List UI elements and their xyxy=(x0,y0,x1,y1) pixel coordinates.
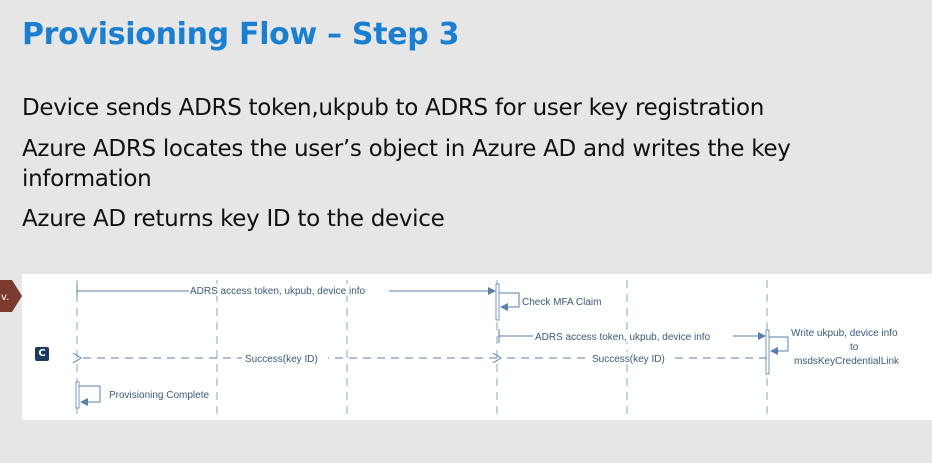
message-label-6: Success(key ID) xyxy=(245,354,318,365)
message-label-4b: to xyxy=(850,342,859,353)
message-label-5: Success(key ID) xyxy=(592,354,665,365)
slide-title: Provisioning Flow – Step 3 xyxy=(22,17,460,52)
bullet-item: Azure ADRS locates the user’s object in … xyxy=(22,136,791,192)
self-loop-write xyxy=(767,336,789,355)
self-loop-complete xyxy=(77,385,101,406)
message-label-3: ADRS access token, ukpub, device info xyxy=(535,332,711,343)
message-label-2: Check MFA Claim xyxy=(522,297,601,308)
bullet-item: Azure AD returns key ID to the device xyxy=(22,206,445,232)
sequence-diagram: C ADRS access token, ukpub, device info xyxy=(22,274,932,420)
self-loop-mfa xyxy=(497,292,520,311)
client-badge-icon: C xyxy=(35,347,49,361)
slide-marker-icon: v. xyxy=(0,280,22,312)
bullet-list: Device sends ADRS token,ukpub to ADRS fo… xyxy=(22,93,902,245)
message-label-1: ADRS access token, ukpub, device info xyxy=(190,286,366,297)
bullet-item: Device sends ADRS token,ukpub to ADRS fo… xyxy=(22,95,765,121)
sequence-diagram-svg: ADRS access token, ukpub, device info Ch… xyxy=(22,280,900,420)
message-label-7: Provisioning Complete xyxy=(109,390,209,401)
message-label-4c: msdsKeyCredentialLink xyxy=(794,356,900,367)
message-label-4a: Write ukpub, device info xyxy=(791,328,898,339)
svg-text:v.: v. xyxy=(1,292,9,303)
